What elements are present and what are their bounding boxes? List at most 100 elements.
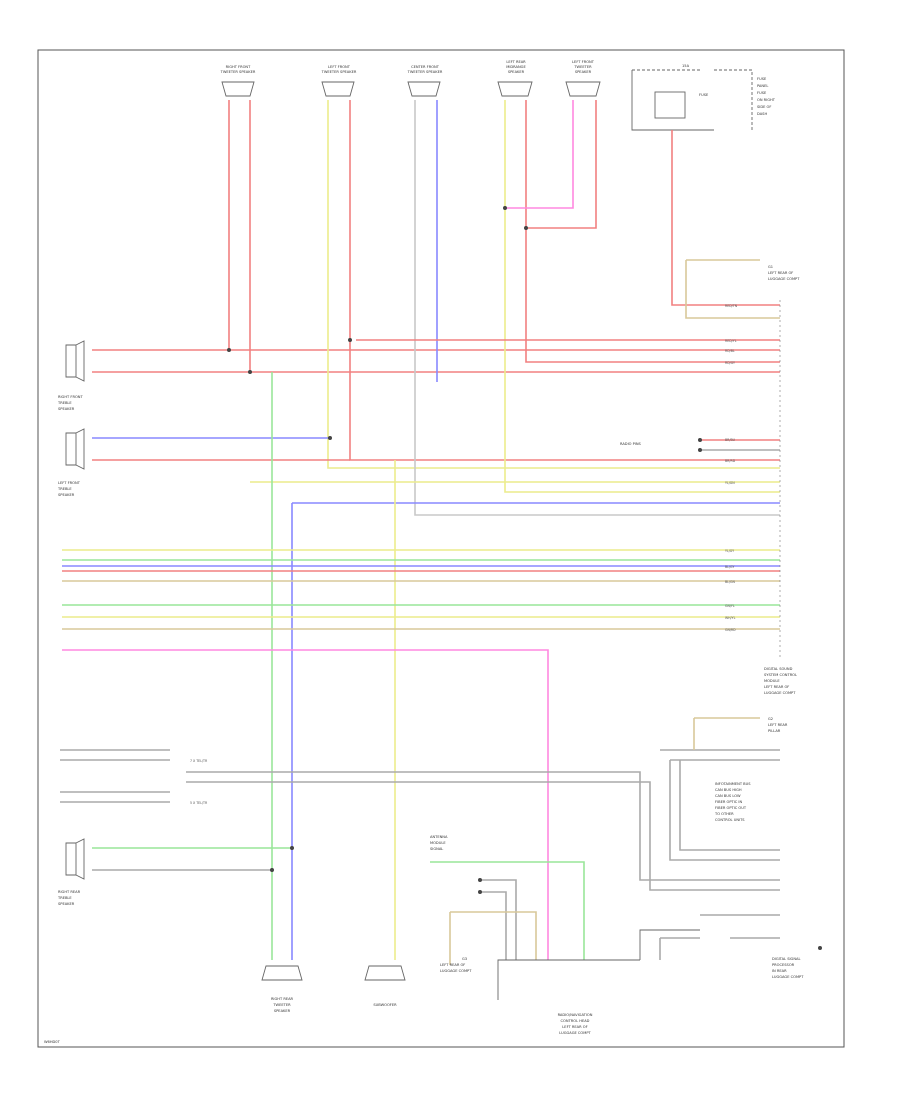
speaker-label-lf-tw2-l1: LEFT FRONT <box>572 60 595 64</box>
speaker-icon <box>65 340 85 382</box>
wire-label: GN/RD <box>725 628 736 632</box>
left-comp-label: TREBLE <box>57 896 72 900</box>
fuse-block-label-l4: ON RIGHT <box>757 98 776 102</box>
antenna-label: MODULE <box>430 841 446 845</box>
ground-label: G2 <box>768 717 773 721</box>
amp-label: LEFT REAR OF <box>764 685 789 689</box>
left-comp-label: LEFT FRONT <box>58 481 81 485</box>
dsp-label: PROCESSOR <box>772 963 795 967</box>
bottom-speaker-label: SPEAKER <box>274 1009 291 1013</box>
speaker-label-lr-mid-l1: LEFT REAR <box>506 60 526 64</box>
speaker-label-center-l1: CENTER FRONT <box>411 65 440 69</box>
wire-label: RED/TN <box>725 304 738 308</box>
speaker-icon <box>221 81 255 97</box>
dsp-label: IN REAR <box>772 969 787 973</box>
speaker-icon <box>65 428 85 470</box>
dsp-label: LUGGAGE COMPT <box>772 975 804 979</box>
speaker-icon <box>261 965 303 981</box>
left-comp-label: TREBLE <box>57 487 72 491</box>
left-comp-label: SPEAKER <box>58 493 75 497</box>
left-comp-label: SPEAKER <box>58 902 75 906</box>
fuse-inner-label: FUSE <box>699 93 709 97</box>
ground-labels: G1 LEFT REAR OF LUGGAGE COMPT G2 LEFT RE… <box>768 265 800 733</box>
fuse-header: 15A <box>682 64 690 68</box>
amp-label: LUGGAGE COMPT <box>764 691 796 695</box>
g3-label: LUGGAGE COMPT <box>440 969 472 973</box>
radio-pins-label: RADIO PINS <box>620 442 642 446</box>
wire-label: WH/YL <box>725 616 736 620</box>
wire-label: YL/GY <box>725 549 734 553</box>
wire-label: BL/GY <box>725 565 734 569</box>
bus-label: INFOTAINMENT BUS <box>715 782 751 786</box>
control-module-label: RADIO/NAVIGATION <box>558 1013 593 1017</box>
bus-label: CAN BUS HIGH <box>715 788 742 792</box>
wires <box>60 100 780 965</box>
control-module-label: LUGGAGE COMPT <box>559 1031 591 1035</box>
wire-label: RD/GY <box>725 361 735 365</box>
fuse-block-label-l6: DASH <box>757 112 767 116</box>
antenna-label: SIGNAL <box>430 847 443 851</box>
speaker-label-lr-mid-l3: SPEAKER <box>508 70 525 74</box>
left-components: RIGHT FRONT TREBLE SPEAKER LEFT FRONT TR… <box>57 340 85 906</box>
fuse-block-label-l2: PANEL <box>757 84 768 88</box>
fuse-block-label-l3: FUSE <box>757 91 767 95</box>
left-comp-label: TREBLE <box>57 401 72 405</box>
wire-label: BR/RD <box>725 459 736 463</box>
fuse-block-label-l5: SIDE OF <box>757 105 771 109</box>
page-code: W6HD0T <box>44 1040 61 1044</box>
speaker-icon <box>364 965 406 981</box>
sub-label: 7 X TEL/TR <box>190 759 208 763</box>
diagram-frame <box>37 49 845 1048</box>
wire-label: BR/BU <box>725 438 736 442</box>
speaker-icon <box>497 81 533 97</box>
speaker-label-center-l2: TWEETER SPEAKER <box>407 70 443 74</box>
bottom-speaker-label: SUBWOOFER <box>373 1003 397 1007</box>
bus-label: FIBER OPTIC OUT <box>715 806 747 810</box>
bus-labels: INFOTAINMENT BUS CAN BUS HIGH CAN BUS LO… <box>190 442 751 851</box>
g3-label: LEFT REAR OF <box>440 963 465 967</box>
sub-label: 5 X TEL/TR <box>190 801 208 805</box>
speaker-label-lf-tw2-l3: SPEAKER <box>575 70 592 74</box>
wire-label: YL/GN <box>725 481 735 485</box>
top-speaker-symbols <box>221 81 601 97</box>
top-speaker-labels: RIGHT FRONT TWEETER SPEAKER LEFT FRONT T… <box>220 60 595 74</box>
ground-label: PILLAR <box>768 729 781 733</box>
dsp-label: DIGITAL SIGNAL <box>772 957 800 961</box>
speaker-icon <box>565 81 601 97</box>
bus-label: CONTROL UNITS <box>715 818 745 822</box>
speaker-label-rf-tweeter-l2: TWEETER SPEAKER <box>220 70 256 74</box>
amplifier-label: DIGITAL SOUND SYSTEM CONTROL MODULE LEFT… <box>764 667 797 695</box>
left-comp-label: SPEAKER <box>58 407 75 411</box>
ground-label: G1 <box>768 265 773 269</box>
speaker-label-rf-tweeter-l1: RIGHT FRONT <box>226 65 251 69</box>
control-module: RADIO/NAVIGATION CONTROL HEAD LEFT REAR … <box>440 929 804 1035</box>
g3-label: G3 <box>462 957 467 961</box>
speaker-label-lf-tw2-l2: TWEETER <box>573 65 592 69</box>
amp-label: SYSTEM CONTROL <box>764 673 797 677</box>
control-module-label: CONTROL HEAD <box>561 1019 590 1023</box>
bus-label: CAN BUS LOW <box>715 794 741 798</box>
speaker-label-lr-mid-l2: MIDRANGE <box>506 65 526 69</box>
speaker-label-lf-tweeter-l1: LEFT FRONT <box>328 65 351 69</box>
bottom-speaker-label: RIGHT REAR <box>271 997 294 1001</box>
speaker-icon <box>321 81 355 97</box>
bus-label: FIBER OPTIC IN <box>715 800 742 804</box>
bus-label: TO OTHER <box>714 812 734 816</box>
wire-label: RED/YL <box>725 339 737 343</box>
speaker-icon <box>407 81 441 97</box>
left-comp-label: RIGHT FRONT <box>58 395 83 399</box>
amp-label: DIGITAL SOUND <box>764 667 793 671</box>
fuse-block-label-l1: FUSE <box>757 77 767 81</box>
wire-label: BL/GN <box>725 580 736 584</box>
ground-label: LEFT REAR OF <box>768 271 793 275</box>
splices <box>227 206 822 950</box>
speaker-icon <box>65 838 85 880</box>
amp-label: MODULE <box>764 679 780 683</box>
ground-label: LUGGAGE COMPT <box>768 277 800 281</box>
wire-labels-right: RED/TN RED/YL RD/BL RD/GY BR/BU BR/RD YL… <box>725 304 738 632</box>
wire-label: RD/BL <box>725 349 735 353</box>
fuse-block: 15A FUSE FUSE PANEL FUSE ON RIGHT SIDE O… <box>631 64 776 131</box>
speaker-label-lf-tweeter-l2: TWEETER SPEAKER <box>321 70 357 74</box>
left-comp-label: RIGHT REAR <box>58 890 81 894</box>
